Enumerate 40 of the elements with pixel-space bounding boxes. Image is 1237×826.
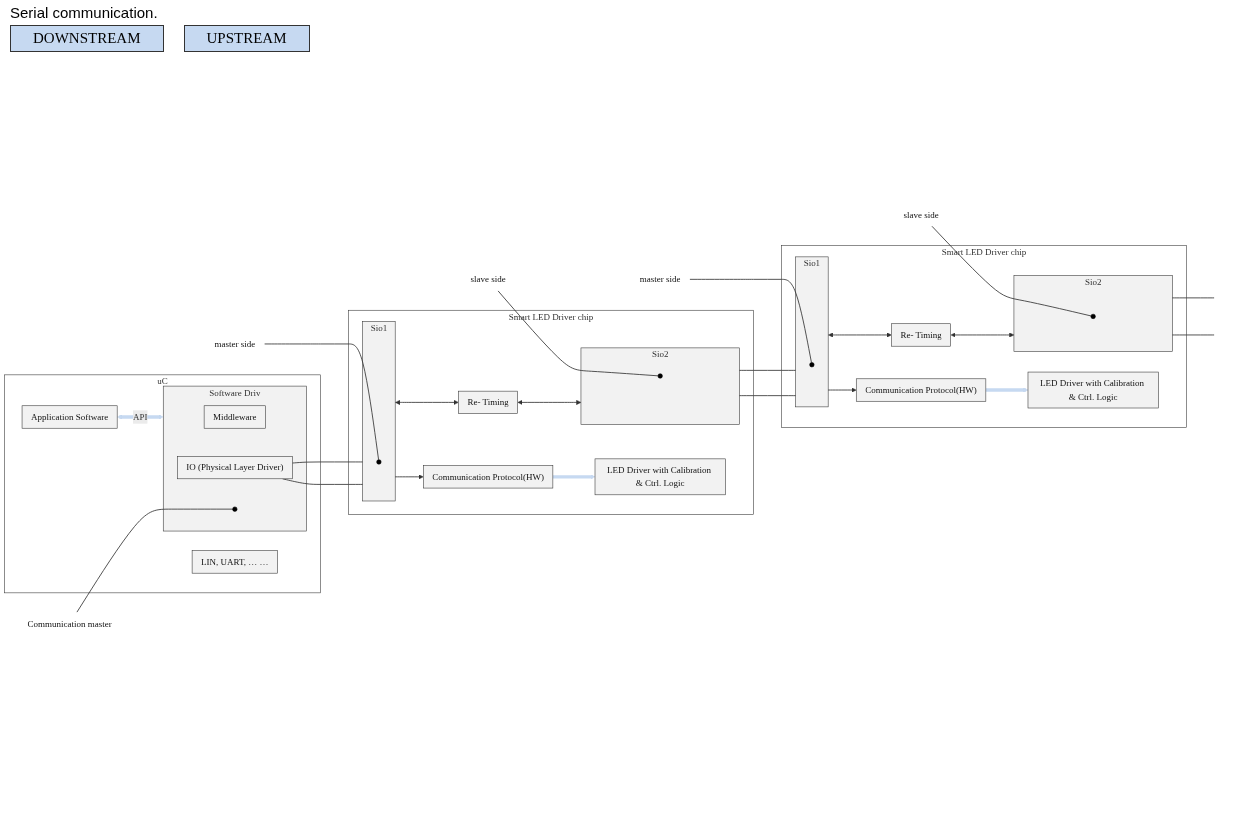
node-text: master side xyxy=(639,274,681,284)
node-box: Re- Timing xyxy=(891,323,951,347)
arrow xyxy=(985,387,1029,393)
connector xyxy=(1171,334,1215,336)
connector xyxy=(497,289,659,376)
cluster: Sio1 xyxy=(362,320,396,501)
node-circle xyxy=(232,506,238,512)
cluster: Sio1 xyxy=(795,256,829,407)
connector xyxy=(931,225,1092,317)
caption: Serial communication. xyxy=(10,4,159,21)
node-circle xyxy=(809,361,815,367)
connector xyxy=(263,343,379,460)
connector xyxy=(739,369,796,371)
node-circle xyxy=(376,459,382,465)
node-box: Middleware xyxy=(203,405,266,429)
node-box: LED Driver with Calibration & Ctrl. Logic xyxy=(1027,371,1159,409)
connector xyxy=(76,508,233,613)
node-box: Application Software xyxy=(21,405,118,429)
node-box: LED Driver with Calibration & Ctrl. Logic xyxy=(594,458,726,495)
node-text: master side xyxy=(214,338,256,349)
node-circle xyxy=(1090,313,1096,319)
connector xyxy=(291,461,364,464)
node-box: IO (Physical Layer Driver) xyxy=(177,455,293,479)
edge-label: API xyxy=(132,411,148,422)
node-box: Communication Protocol(HW) xyxy=(423,465,554,489)
node-text: slave side xyxy=(470,274,506,284)
node-box: Re- Timing xyxy=(458,390,518,414)
cluster: Sio2 xyxy=(1013,274,1173,352)
direction-arrow-label: UPSTREAM xyxy=(183,25,310,52)
connector xyxy=(1171,297,1215,299)
arrow xyxy=(552,474,596,480)
connector xyxy=(689,278,812,363)
direction-arrow-label: DOWNSTREAM xyxy=(10,25,164,52)
node-box: Communication Protocol(HW) xyxy=(856,378,987,402)
node-text: Communication master xyxy=(27,618,112,628)
node-text: slave side xyxy=(903,209,939,219)
node-circle xyxy=(657,373,663,379)
connector xyxy=(739,394,796,396)
cluster: Sio2 xyxy=(580,347,740,425)
node-box: LIN, UART, … … xyxy=(191,550,278,574)
